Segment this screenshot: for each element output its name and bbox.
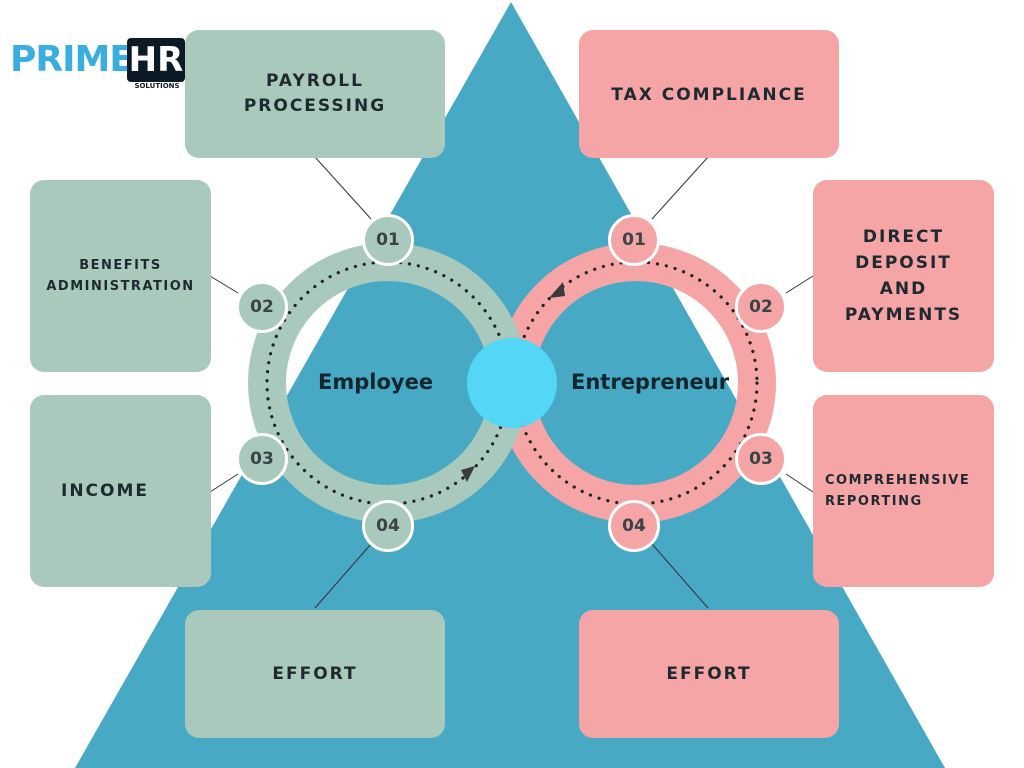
entrepreneur-box-comprehensive-reporting: COMPREHENSIVE REPORTING — [813, 395, 994, 587]
entrepreneur-badge-02: 02 — [735, 281, 787, 333]
entrepreneur-box-2-line-4: PAYMENTS — [844, 305, 963, 325]
entrepreneur-ring-arrow-icon — [549, 282, 565, 298]
employee-badge-04: 04 — [362, 500, 414, 552]
entrepreneur-box-tax-compliance: TAX COMPLIANCE — [579, 30, 839, 158]
entrepreneur-box-2-line-1: DIRECT — [862, 227, 945, 247]
employee-box-2-line-2: ADMINISTRATION — [46, 279, 195, 294]
entrepreneur-badge-01: 01 — [608, 214, 660, 266]
logo-solutions-text: SOLUTIONS — [134, 82, 180, 90]
prime-hr-logo: PRIME HR SOLUTIONS — [10, 38, 185, 94]
employee-box-4-line-1: EFFORT — [272, 664, 358, 684]
entrepreneur-box-effort: EFFORT — [579, 610, 839, 738]
employee-box-effort: EFFORT — [185, 610, 445, 738]
employee-badge-03: 03 — [236, 433, 288, 485]
logo-prime-text: PRIME — [10, 39, 134, 80]
connector-line-entrepreneur-04 — [651, 543, 709, 609]
employee-ring-label: Employee — [318, 370, 434, 394]
connector-line-employee-04 — [314, 543, 372, 609]
entrepreneur-box-2-line-2: DEPOSIT — [855, 253, 952, 273]
connector-line-employee-01 — [314, 156, 372, 220]
connector-line-entrepreneur-03 — [785, 473, 814, 493]
employee-box-2-line-1: BENEFITS — [79, 258, 162, 273]
entrepreneur-box-4-line-1: EFFORT — [666, 664, 752, 684]
employee-box-3-line-1: INCOME — [61, 481, 150, 501]
entrepreneur-badge-04: 04 — [608, 500, 660, 552]
entrepreneur-box-2-line-3: AND — [879, 279, 928, 299]
connector-line-entrepreneur-01 — [651, 156, 709, 220]
logo-hr-text: HR — [127, 38, 185, 82]
employee-box-payroll-processing: PAYROLL PROCESSING — [185, 30, 445, 158]
connector-line-employee-03 — [209, 473, 239, 493]
entrepreneur-ring-label: Entrepreneur — [571, 370, 730, 394]
entrepreneur-box-3-line-1: COMPREHENSIVE — [825, 473, 971, 488]
center-node — [467, 338, 557, 428]
entrepreneur-badge-03: 03 — [735, 433, 787, 485]
employee-ring-arrow-icon — [461, 466, 475, 482]
employee-badge-02: 02 — [236, 281, 288, 333]
employee-box-income: INCOME — [30, 395, 211, 587]
employee-box-benefits-administration: BENEFITS ADMINISTRATION — [30, 180, 211, 372]
employee-badge-01: 01 — [362, 214, 414, 266]
employee-box-1-line-2: PROCESSING — [243, 96, 387, 116]
connector-line-entrepreneur-02 — [785, 275, 814, 294]
entrepreneur-box-1-line-1: TAX COMPLIANCE — [611, 85, 807, 105]
connector-line-employee-02 — [209, 275, 239, 294]
entrepreneur-box-3-line-2: REPORTING — [825, 494, 923, 509]
entrepreneur-box-direct-deposit-and-payments: DIRECT DEPOSIT AND PAYMENTS — [813, 180, 994, 372]
employee-box-1-line-1: PAYROLL — [266, 71, 364, 91]
